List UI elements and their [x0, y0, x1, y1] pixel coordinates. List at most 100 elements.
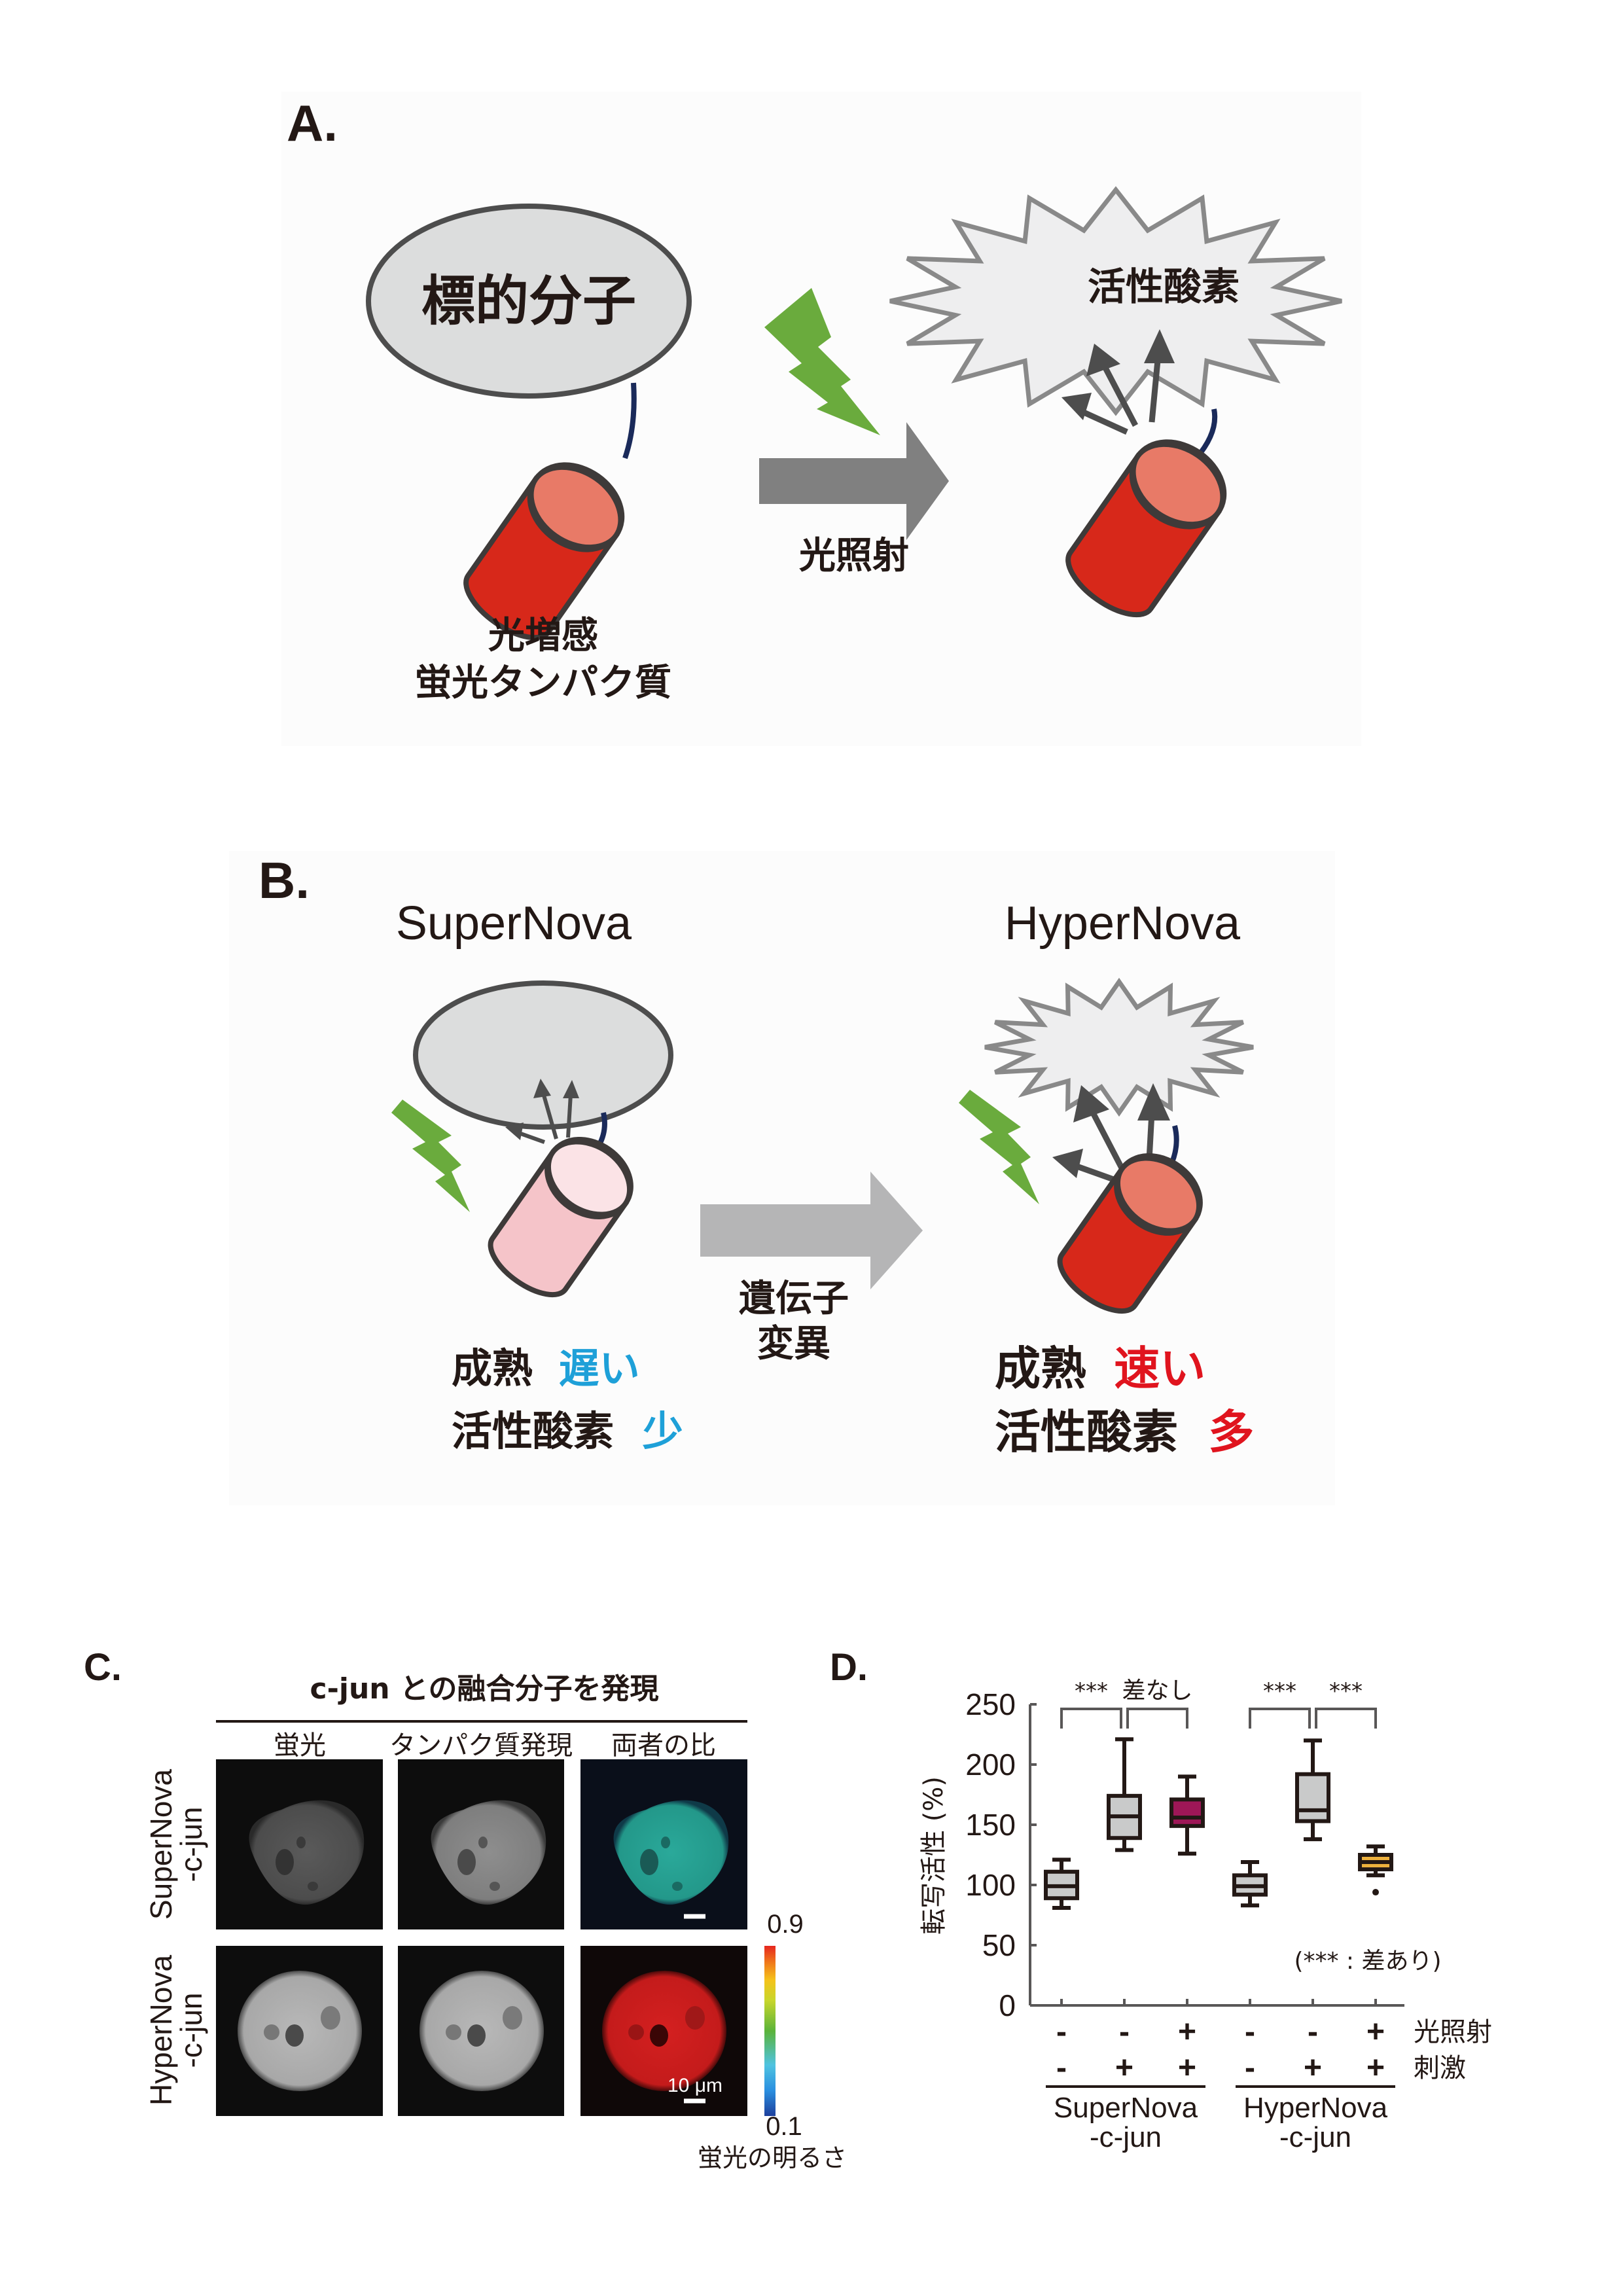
micrograph-hypernova-expression	[398, 1946, 564, 2116]
stimulus-sign: +	[1304, 2051, 1322, 2085]
target-molecule-ellipse-b	[413, 980, 673, 1130]
stimulus-sign: -	[1056, 2051, 1067, 2085]
ros-high: 多	[1208, 1405, 1254, 1459]
panel-c-label: C.	[84, 1646, 122, 1689]
micrograph-supernova-ratio	[580, 1759, 747, 1929]
row-label-supernova-line1: SuperNova	[144, 1769, 178, 1920]
box-plot-3	[1169, 1774, 1205, 1856]
maturation-fast: 速い	[1114, 1342, 1205, 1395]
hypernova-maturation: 成熟 速い	[995, 1342, 1205, 1395]
y-tick-label: 250	[965, 1687, 1016, 1721]
significance-mark: 差なし	[1122, 1677, 1192, 1704]
ros-prefix: 活性酸素	[995, 1405, 1178, 1459]
colorbar-max: 0.9	[767, 1910, 804, 1939]
light-irradiation-arrow	[759, 422, 949, 540]
colorbar	[764, 1946, 776, 2116]
group-label-supernova-line2: -c-jun	[1090, 2121, 1162, 2153]
micrograph-supernova-expression	[398, 1759, 564, 1929]
light-bolt-icon-b-right	[959, 1090, 1039, 1204]
significance-bracket	[1249, 1708, 1311, 1729]
column-header-expression: タンパク質発現	[389, 1731, 573, 1761]
light-irradiation-label: 光照射	[799, 535, 909, 577]
hypernova-title: HyperNova	[1005, 897, 1241, 950]
cylinder-top	[544, 1137, 633, 1219]
light-bolt-icon	[764, 288, 880, 435]
y-tick-label: 200	[965, 1748, 1016, 1782]
significance-bracket	[1126, 1708, 1188, 1729]
panel-d-label: D.	[830, 1646, 868, 1689]
ros-prefix: 活性酸素	[452, 1407, 614, 1455]
stimulus-sign: +	[1115, 2051, 1133, 2085]
outlier-point	[1372, 1889, 1379, 1896]
panel-b-label: B.	[259, 852, 310, 909]
box-iqr	[1169, 1797, 1205, 1828]
column-header-ratio: 両者の比	[611, 1731, 716, 1761]
y-tick-label: 0	[999, 1988, 1016, 2022]
significance-brackets: *** 差なし *** ***	[1060, 1677, 1377, 1729]
protein-label-line1: 光増感	[488, 615, 598, 657]
ros-emission-arrows-weak	[505, 1079, 579, 1144]
cylinder-top	[1114, 1153, 1203, 1236]
box-plot-5	[1295, 1738, 1330, 1842]
mutation-arrow	[700, 1172, 923, 1289]
target-molecule-label: 標的分子	[421, 270, 636, 332]
y-axis-label: 転写活性 (%)	[919, 1776, 949, 1935]
group-label-hypernova-line2: -c-jun	[1279, 2121, 1351, 2153]
ros-arrow-2-head	[1144, 329, 1175, 363]
ros-arrow-2	[1149, 353, 1162, 423]
colorbar-label: 蛍光の明るさ	[698, 2144, 847, 2172]
ros-arrow-1-head	[1086, 344, 1120, 376]
box-plot-6	[1358, 1844, 1393, 1896]
mutation-label-line1: 遺伝子	[739, 1278, 849, 1320]
panel-c-header: c-jun との融合分子を発現	[310, 1672, 659, 1706]
light-sign: -	[1056, 2015, 1067, 2049]
row-label-light: 光照射	[1414, 2017, 1492, 2047]
significance-bracket	[1315, 1708, 1377, 1729]
panel-a-label: A.	[287, 94, 338, 152]
significance-mark: ***	[1329, 1678, 1363, 1704]
maturation-prefix: 成熟	[995, 1342, 1086, 1395]
group-label-supernova-line1: SuperNova	[1054, 2092, 1198, 2124]
stimulus-sign: +	[1178, 2051, 1196, 2085]
micrograph-supernova-fluorescence	[216, 1759, 383, 1929]
y-tick-label: 50	[982, 1928, 1016, 1962]
stimulus-sign: +	[1366, 2051, 1385, 2085]
significance-mark: ***	[1075, 1678, 1108, 1704]
ros-arrow-1	[1102, 365, 1138, 427]
y-tick-label: 100	[965, 1868, 1016, 1902]
micrograph-hypernova-ratio: 10 μm	[580, 1946, 747, 2116]
stimulus-sign: -	[1245, 2051, 1255, 2085]
ros-low: 少	[643, 1407, 683, 1455]
light-sign: +	[1178, 2015, 1196, 2049]
mutation-label-line2: 変異	[757, 1323, 830, 1365]
group-label-hypernova-line1: HyperNova	[1243, 2092, 1388, 2124]
box-plot-1	[1044, 1857, 1079, 1910]
significance-bracket	[1060, 1708, 1122, 1729]
row-label-hypernova-line1: HyperNova	[144, 1955, 178, 2106]
ros-emission-arrows	[1061, 329, 1175, 435]
hypernova-ros: 活性酸素 多	[995, 1405, 1254, 1459]
hypernova-cylinder	[1057, 1153, 1203, 1314]
reactive-oxygen-label: 活性酸素	[1088, 264, 1240, 309]
light-sign: -	[1308, 2015, 1318, 2049]
maturation-slow: 遅い	[559, 1344, 640, 1392]
ros-arrow-3-head	[1061, 393, 1092, 420]
supernova-title: SuperNova	[396, 897, 632, 950]
supernova-ros: 活性酸素 少	[452, 1407, 683, 1455]
row-label-stimulus: 刺激	[1414, 2053, 1466, 2083]
light-sign: -	[1245, 2015, 1255, 2049]
box-plots	[1044, 1737, 1393, 1910]
light-bolt-icon-b-left	[391, 1100, 470, 1212]
reactive-oxygen-burst	[889, 186, 1342, 416]
row-label-supernova-line2: -c-jun	[174, 1806, 208, 1882]
cylinder-top	[527, 462, 625, 552]
y-tick-label: 150	[965, 1808, 1016, 1842]
significance-legend: (*** : 差あり)	[1294, 1948, 1441, 1975]
significance-mark: ***	[1263, 1678, 1296, 1704]
protein-label-line2: 蛍光タンパク質	[415, 662, 671, 704]
light-sign: +	[1366, 2015, 1385, 2049]
scale-bar-label: 10 μm	[668, 2075, 722, 2096]
row-label-hypernova-line2: -c-jun	[174, 1992, 208, 2068]
